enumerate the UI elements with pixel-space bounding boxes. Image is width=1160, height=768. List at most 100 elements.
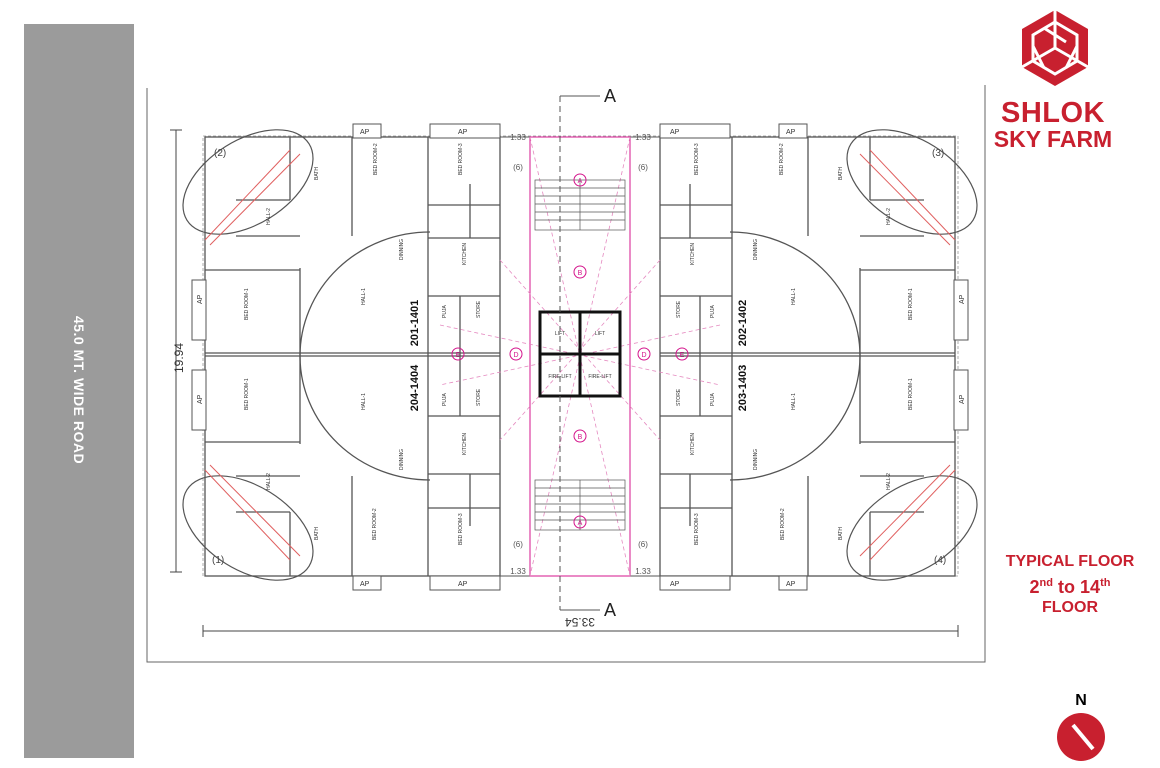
svg-text:DINNING: DINNING bbox=[753, 239, 759, 260]
svg-text:BATH: BATH bbox=[838, 167, 844, 180]
svg-text:STORE: STORE bbox=[476, 300, 482, 318]
svg-text:1.33: 1.33 bbox=[510, 567, 526, 576]
svg-text:1.33: 1.33 bbox=[635, 133, 651, 142]
svg-text:AP: AP bbox=[360, 129, 370, 136]
height-dimension-label: 19.94 bbox=[172, 343, 186, 373]
svg-text:LIFT: LIFT bbox=[595, 331, 605, 337]
section-label-bottom: A bbox=[604, 600, 616, 620]
flat-label-203-1403: 203-1403 bbox=[737, 365, 749, 412]
floor-label-range: 2nd to 14th bbox=[1029, 577, 1111, 597]
north-label: N bbox=[1075, 692, 1087, 709]
west-balconies bbox=[182, 129, 314, 581]
svg-text:PUJA: PUJA bbox=[710, 305, 716, 318]
svg-text:DINNING: DINNING bbox=[399, 239, 405, 260]
svg-text:BATH: BATH bbox=[314, 167, 320, 180]
svg-text:B: B bbox=[578, 270, 583, 277]
brand-block: SHLOK SKY FARM bbox=[968, 8, 1138, 152]
west-block bbox=[204, 136, 501, 577]
svg-text:BED ROOM-3: BED ROOM-3 bbox=[458, 513, 464, 545]
svg-text:(6): (6) bbox=[513, 540, 523, 549]
svg-text:(6): (6) bbox=[638, 163, 648, 172]
svg-text:1.33: 1.33 bbox=[510, 133, 526, 142]
svg-text:BED ROOM-3: BED ROOM-3 bbox=[458, 143, 464, 175]
svg-text:DINNING: DINNING bbox=[399, 449, 405, 470]
svg-text:E: E bbox=[680, 352, 685, 359]
site-boundary bbox=[146, 85, 986, 663]
svg-text:AP: AP bbox=[959, 394, 966, 404]
svg-text:KITCHEN: KITCHEN bbox=[690, 243, 696, 265]
north-indicator: N bbox=[1055, 692, 1107, 710]
north-arrow-icon bbox=[1057, 713, 1105, 761]
road-strip bbox=[24, 24, 134, 758]
svg-text:1.33: 1.33 bbox=[635, 567, 651, 576]
height-dimension bbox=[170, 129, 182, 573]
svg-text:STORE: STORE bbox=[676, 388, 682, 406]
svg-text:FIRE-LIFT: FIRE-LIFT bbox=[588, 374, 611, 380]
svg-text:D: D bbox=[513, 352, 518, 359]
svg-text:HALL-1: HALL-1 bbox=[791, 393, 797, 410]
svg-text:PUJA: PUJA bbox=[442, 393, 448, 406]
svg-text:B: B bbox=[578, 434, 583, 441]
svg-text:HALL-1: HALL-1 bbox=[361, 288, 367, 305]
brand-logo-mark bbox=[1021, 10, 1089, 86]
svg-text:A: A bbox=[578, 178, 583, 185]
svg-text:BED ROOM-3: BED ROOM-3 bbox=[694, 513, 700, 545]
svg-text:AP: AP bbox=[458, 129, 468, 136]
svg-text:BED ROOM-2: BED ROOM-2 bbox=[780, 508, 786, 540]
svg-text:PUJA: PUJA bbox=[442, 305, 448, 318]
svg-text:BED ROOM-1: BED ROOM-1 bbox=[908, 378, 914, 410]
svg-text:AP: AP bbox=[959, 294, 966, 304]
balcony-number-sw: (1) bbox=[212, 555, 224, 566]
svg-text:KITCHEN: KITCHEN bbox=[690, 433, 696, 455]
east-balconies bbox=[846, 129, 978, 581]
svg-text:(6): (6) bbox=[638, 540, 648, 549]
svg-text:AP: AP bbox=[360, 581, 370, 588]
flat-label-204-1404: 204-1404 bbox=[409, 364, 421, 411]
svg-text:HALL-1: HALL-1 bbox=[791, 288, 797, 305]
svg-text:BATH: BATH bbox=[838, 527, 844, 540]
svg-text:AP: AP bbox=[670, 581, 680, 588]
balcony-number-ne: (3) bbox=[932, 148, 944, 159]
svg-text:HALL-2: HALL-2 bbox=[886, 208, 892, 225]
floor-label-line3: FLOOR bbox=[1042, 599, 1098, 616]
svg-text:KITCHEN: KITCHEN bbox=[462, 433, 468, 455]
svg-text:HALL-2: HALL-2 bbox=[266, 473, 272, 490]
central-core: LIFT LIFT FIRE-LIFT FIRE-LIFT AB BA DD E… bbox=[439, 133, 721, 577]
flat-label-202-1402: 202-1402 bbox=[737, 300, 749, 347]
brand-name: SHLOK bbox=[1001, 97, 1105, 129]
svg-text:AP: AP bbox=[670, 129, 680, 136]
svg-text:BED ROOM-3: BED ROOM-3 bbox=[694, 143, 700, 175]
svg-text:DINNING: DINNING bbox=[753, 449, 759, 470]
svg-text:AP: AP bbox=[197, 394, 204, 404]
svg-text:STORE: STORE bbox=[676, 300, 682, 318]
brand-subtitle: SKY FARM bbox=[993, 126, 1113, 152]
svg-text:STORE: STORE bbox=[476, 388, 482, 406]
east-block bbox=[659, 136, 956, 577]
floor-label: TYPICAL FLOOR 2nd to 14th FLOOR bbox=[995, 552, 1145, 618]
svg-text:BED ROOM-1: BED ROOM-1 bbox=[244, 378, 250, 410]
balcony-number-se: (4) bbox=[934, 555, 946, 566]
svg-text:AP: AP bbox=[197, 294, 204, 304]
flat-label-201-1401: 201-1401 bbox=[409, 300, 421, 347]
svg-text:LIFT: LIFT bbox=[555, 331, 565, 337]
west-ap-boxes bbox=[191, 123, 501, 591]
svg-text:PUJA: PUJA bbox=[710, 393, 716, 406]
width-dimension-label: 33.54 bbox=[565, 615, 595, 629]
svg-text:A: A bbox=[578, 520, 583, 527]
svg-text:D: D bbox=[641, 352, 646, 359]
svg-text:AP: AP bbox=[786, 581, 796, 588]
balcony-number-nw: (2) bbox=[214, 148, 226, 159]
svg-text:KITCHEN: KITCHEN bbox=[462, 243, 468, 265]
svg-text:HALL-1: HALL-1 bbox=[361, 393, 367, 410]
svg-text:HALL-2: HALL-2 bbox=[266, 208, 272, 225]
svg-text:BED ROOM-2: BED ROOM-2 bbox=[779, 143, 785, 175]
section-line bbox=[559, 95, 600, 611]
svg-text:BED ROOM-1: BED ROOM-1 bbox=[244, 288, 250, 320]
svg-text:BATH: BATH bbox=[314, 527, 320, 540]
svg-text:AP: AP bbox=[786, 129, 796, 136]
svg-text:HALL-2: HALL-2 bbox=[886, 473, 892, 490]
svg-text:(6): (6) bbox=[513, 163, 523, 172]
section-label-top: A bbox=[604, 86, 616, 106]
svg-text:AP: AP bbox=[458, 581, 468, 588]
